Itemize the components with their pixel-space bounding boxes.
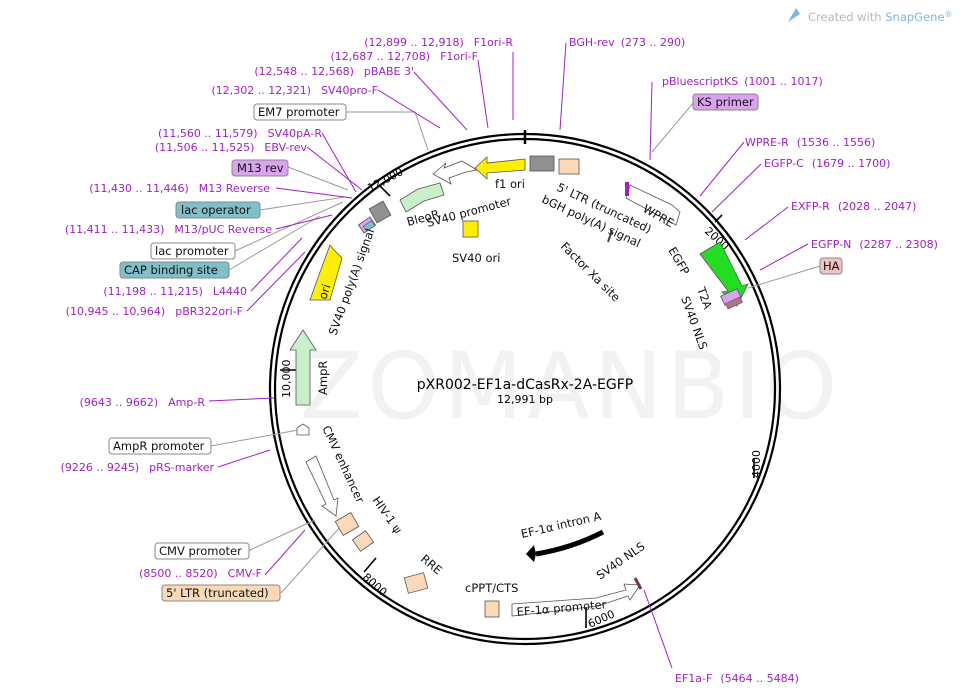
primer-label: pBluescriptKS(1001 .. 1017): [662, 75, 823, 88]
primer-label: (11,411 .. 11,433)M13/pUC Reverse: [65, 223, 272, 236]
feature-label: f1 ori: [495, 177, 525, 191]
boxed-label: AmpR promoter: [113, 439, 205, 453]
plasmid-size: 12,991 bp: [497, 393, 553, 406]
primer-label: (8500 .. 8520)CMV-F: [139, 567, 262, 580]
svg-text:Created with SnapGene®: Created with SnapGene®: [808, 10, 953, 24]
feature-gray-small: [368, 200, 392, 224]
tick-label: 12,000: [365, 165, 405, 195]
primer-label: (9226 .. 9245)pRS-marker: [61, 461, 215, 474]
cppt-block: [484, 600, 500, 618]
primer-label: (11,506 .. 11,525)EBV-rev: [155, 141, 308, 154]
feature-label: HIV-1 ψ: [370, 494, 406, 536]
ampr-promoter-arrow: [296, 423, 310, 436]
ef1a-intron-arc: [535, 529, 605, 557]
primer-label: (12,899 .. 12,918)F1ori-R: [364, 36, 513, 49]
boxed-label-bg: [692, 93, 759, 111]
primer-label: (11,198 .. 11,215)L4440: [103, 285, 247, 298]
watermark: ZOMANBIO: [300, 333, 841, 440]
ori-arrow: [309, 244, 343, 301]
primer-label: WPRE-R(1536 .. 1556): [745, 136, 875, 149]
feature-leaders: [210, 101, 821, 594]
primer-label: (10,945 .. 10,964)pBR322ori-F: [66, 305, 243, 318]
boxed-label: lac operator: [181, 203, 251, 217]
boxed-labels: EM7 promoter M13 rev lac operator lac pr…: [108, 93, 843, 602]
rre-block: [403, 572, 429, 594]
credit-prefix: Created with: [808, 10, 885, 24]
primer-label: EGFP-C(1679 .. 1700): [764, 157, 890, 170]
sv40-nls-mark: [633, 577, 643, 590]
cmv-enhancer-arrow: [305, 455, 339, 517]
primer-label: EXFP-R(2028 .. 2047): [791, 200, 916, 213]
primer-label: (12,302 .. 12,321)SV40pro-F: [211, 84, 378, 97]
ltr-block: [334, 512, 360, 536]
tick-label: 4000: [750, 450, 763, 478]
boxed-label-bg: [175, 201, 261, 219]
boxed-label: 5' LTR (truncated): [166, 586, 269, 600]
sv40-promoter-arrow: [432, 160, 479, 185]
boxed-label: KS primer: [697, 95, 754, 109]
primer-label: (11,430 .. 11,446)M13 Reverse: [89, 182, 270, 195]
feature-label: ori: [316, 282, 334, 301]
ampr-arrow: [289, 329, 317, 406]
boxed-label-bg: [154, 542, 250, 560]
boxed-label: lac promoter: [155, 244, 229, 258]
snapgene-credit[interactable]: Created with SnapGene®: [788, 8, 953, 24]
primer-labels: pBluescriptKS(1001 .. 1017) BGH-rev(273 …: [61, 36, 938, 685]
boxed-label-bg: [231, 159, 289, 177]
ef1a-promoter-arrow: [511, 583, 641, 617]
primer-label: EGFP-N(2287 .. 2308): [811, 238, 938, 251]
tick-label: 10,000: [280, 360, 293, 399]
feature-label: AmpR: [316, 361, 330, 395]
boxed-label-bg: [253, 103, 347, 121]
feature-label: SV40 NLS: [594, 539, 648, 582]
boxed-label-bg: [161, 584, 281, 602]
factor-xa-mark: [607, 229, 613, 243]
primer-label: (9643 .. 9662)Amp-R: [80, 396, 206, 409]
boxed-label: CMV promoter: [159, 544, 242, 558]
primer-label: BGH-rev(273 .. 290): [569, 36, 685, 49]
boxed-label: CAP binding site: [124, 263, 218, 277]
features: [289, 155, 749, 618]
credit-brand: SnapGene: [885, 10, 944, 24]
f1-ori-arrow: [474, 156, 526, 180]
plasmid-name: pXR002-EF1a-dCasRx-2A-EGFP: [417, 377, 633, 393]
boxed-label-bg: [108, 437, 212, 455]
feature-gray-block: [529, 155, 555, 172]
primer-label: EF1a-F(5464 .. 5484): [675, 672, 799, 685]
boxed-label: M13 rev: [237, 161, 284, 175]
wpre-primer-tick: [625, 182, 629, 196]
boxed-label-bg: [119, 261, 230, 279]
feature-label: EGFP: [665, 245, 692, 278]
boxed-label: HA: [823, 259, 840, 273]
feature-label: Factor Xa site: [558, 239, 623, 304]
primer-label: (11,560 .. 11,579)SV40pA-R: [158, 127, 322, 140]
bleor-arrow: [399, 182, 445, 213]
feature-label: SV40 ori: [452, 251, 500, 265]
boxed-label-bg: [819, 257, 843, 275]
boxed-label-bg: [150, 242, 236, 260]
credit-mark: ®: [945, 10, 953, 19]
primer-leaders: [208, 42, 809, 669]
feature-label: cPPT/CTS: [465, 581, 518, 595]
sv40-ori-block: [462, 220, 479, 238]
primer-label: (12,687 .. 12,708)F1ori-F: [331, 50, 479, 63]
psi-block: [351, 530, 375, 552]
feature-teal-small: [362, 220, 376, 232]
sv40-nls-block: [725, 296, 743, 310]
feature-5ltr-block: [558, 158, 580, 175]
ef1a-intron-arrowhead: [526, 545, 536, 562]
boxed-label: EM7 promoter: [258, 105, 340, 119]
snapgene-logo-icon: [788, 8, 800, 22]
primer-label: (12,548 .. 12,568)pBABE 3': [254, 65, 414, 78]
